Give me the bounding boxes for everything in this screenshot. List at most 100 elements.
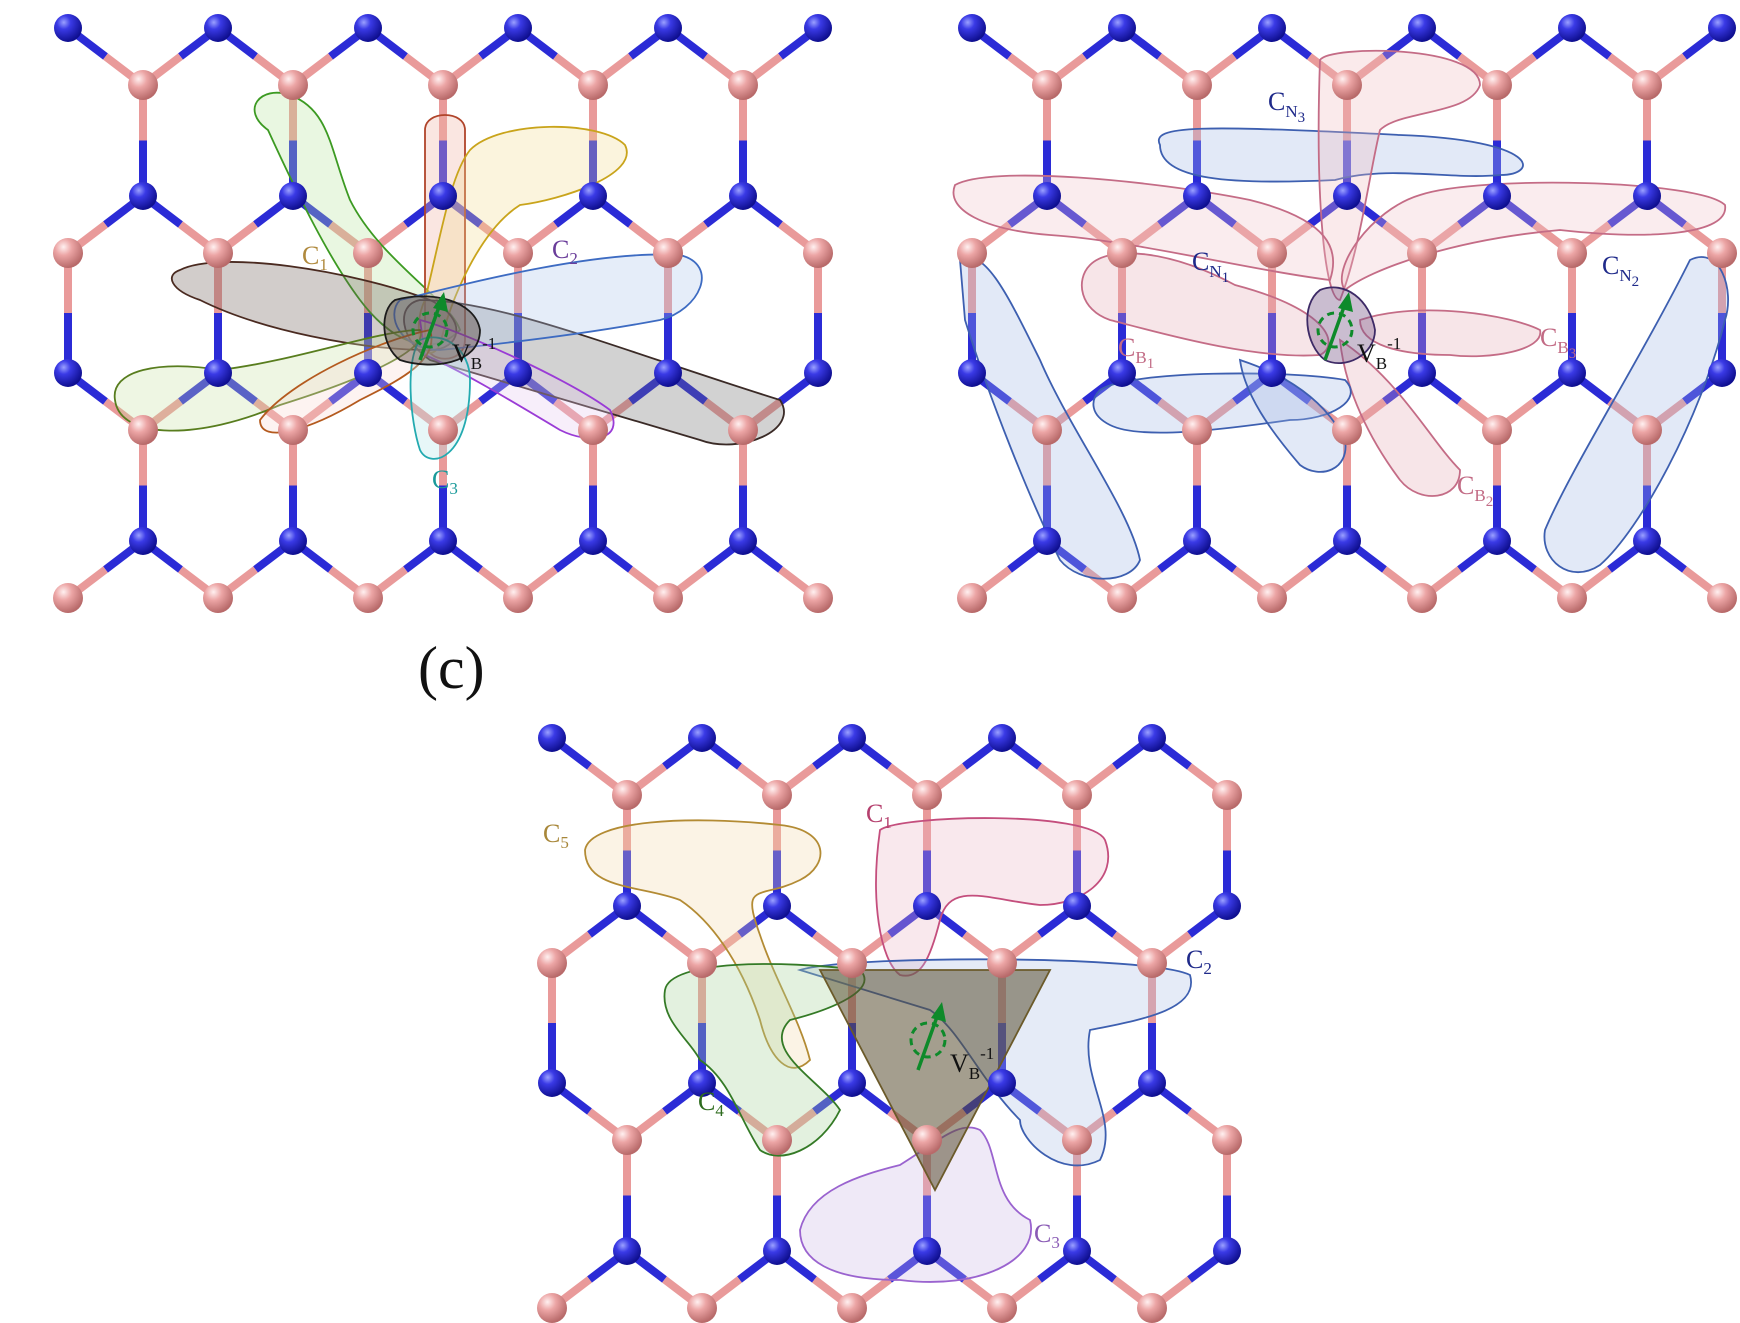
boron-atom [728,70,758,100]
boron-atom [1482,70,1512,100]
nitrogen-atom [1138,724,1166,752]
cluster-region [1092,372,1352,434]
cluster-label-sub: 3 [449,479,458,498]
boron-atom [1182,70,1212,100]
nitrogen-atom [354,14,382,42]
boron-atom [1182,415,1212,445]
cluster-label-name: C [866,799,883,828]
cluster-label-sub: B [1135,348,1146,367]
boron-atom [128,415,158,445]
vacancy-marker: VB-1 [909,1002,994,1083]
boron-atom [1212,1125,1242,1155]
vacancy-label: VB-1 [950,1044,994,1083]
vacancy-label: VB-1 [1357,334,1401,373]
spin-arrow [916,1013,940,1071]
lattice-atoms [537,724,1242,1323]
boron-atom [987,1293,1017,1323]
boron-atom [653,583,683,613]
cluster-region [1340,181,1726,292]
nitrogen-atom [804,359,832,387]
nitrogen-atom [613,1237,641,1265]
boron-atom [1062,1125,1092,1155]
cluster-label: C5 [543,819,569,852]
cluster-region [1238,358,1347,473]
boron-atom [128,70,158,100]
cluster-label-name: C [1540,323,1557,352]
nitrogen-atom [654,359,682,387]
boron-atom [803,583,833,613]
cluster-label: C2 [552,235,578,268]
cluster-region [113,329,422,432]
cluster-label: CB3 [1540,323,1576,362]
nitrogen-atom [579,182,607,210]
cluster-label: CB1 [1118,333,1154,372]
nitrogen-atom [1333,182,1361,210]
boron-atom [278,415,308,445]
vacancy-circle [1316,311,1354,349]
cluster-label-subsub: 1 [1147,356,1155,372]
nitrogen-atom [988,1069,1016,1097]
nitrogen-atom [958,14,986,42]
boron-atom [1482,415,1512,445]
boron-atom [1557,238,1587,268]
spin-arrow-head [931,1002,946,1022]
nitrogen-atom [654,14,682,42]
boron-atom [762,1125,792,1155]
cluster-shapes [113,91,785,460]
nitrogen-atom [54,359,82,387]
boron-atom [1332,415,1362,445]
nitrogen-atom [1558,359,1586,387]
cluster-region [1338,338,1461,497]
nitrogen-atom [504,359,532,387]
nitrogen-atom [429,527,457,555]
boron-atom [957,238,987,268]
boron-atom [203,583,233,613]
cluster-label-sub: 1 [883,813,892,832]
boron-atom [803,238,833,268]
cluster-label: C1 [302,241,328,274]
cluster-label-sub: B [1557,338,1568,357]
vacancy-label-sub: B [471,354,482,373]
cluster-label-sub: N [1285,102,1297,121]
cluster-label-subsub: 2 [1632,274,1640,290]
nitrogen-atom [763,1237,791,1265]
boron-atom [53,583,83,613]
boron-atom [1107,583,1137,613]
nitrogen-atom [279,527,307,555]
nitrogen-atom [1213,892,1241,920]
cluster-label-subsub: 2 [1486,494,1494,510]
cluster-label-sub: N [1619,266,1631,285]
nitrogen-atom [1033,182,1061,210]
vacancy-circle [909,1021,947,1059]
nitrogen-atom [838,1069,866,1097]
cluster-label: C4 [698,1087,724,1120]
vacancy-marker: VB-1 [1316,292,1401,373]
spin-arrow-head [433,292,448,312]
boron-atom [353,238,383,268]
vacancy-label-base: V [452,339,471,368]
boron-atom [912,780,942,810]
nitrogen-atom [1063,1237,1091,1265]
boron-atom [503,583,533,613]
vacancy-label-base: V [950,1049,969,1078]
nitrogen-atom [129,182,157,210]
boron-atom [1062,780,1092,810]
boron-atom [503,238,533,268]
boron-atom [1212,780,1242,810]
cluster-label-name: C [1034,1219,1051,1248]
boron-atom [957,583,987,613]
boron-atom [1407,583,1437,613]
boron-atom [687,1293,717,1323]
cluster-label-sub: N [1209,262,1221,281]
vacancy-marker: VB-1 [411,292,496,373]
boron-atom [1137,948,1167,978]
boron-atom [53,238,83,268]
boron-atom [687,948,717,978]
nitrogen-atom [1108,14,1136,42]
nitrogen-atom [1183,182,1211,210]
nitrogen-atom [1063,892,1091,920]
boron-atom [428,415,458,445]
